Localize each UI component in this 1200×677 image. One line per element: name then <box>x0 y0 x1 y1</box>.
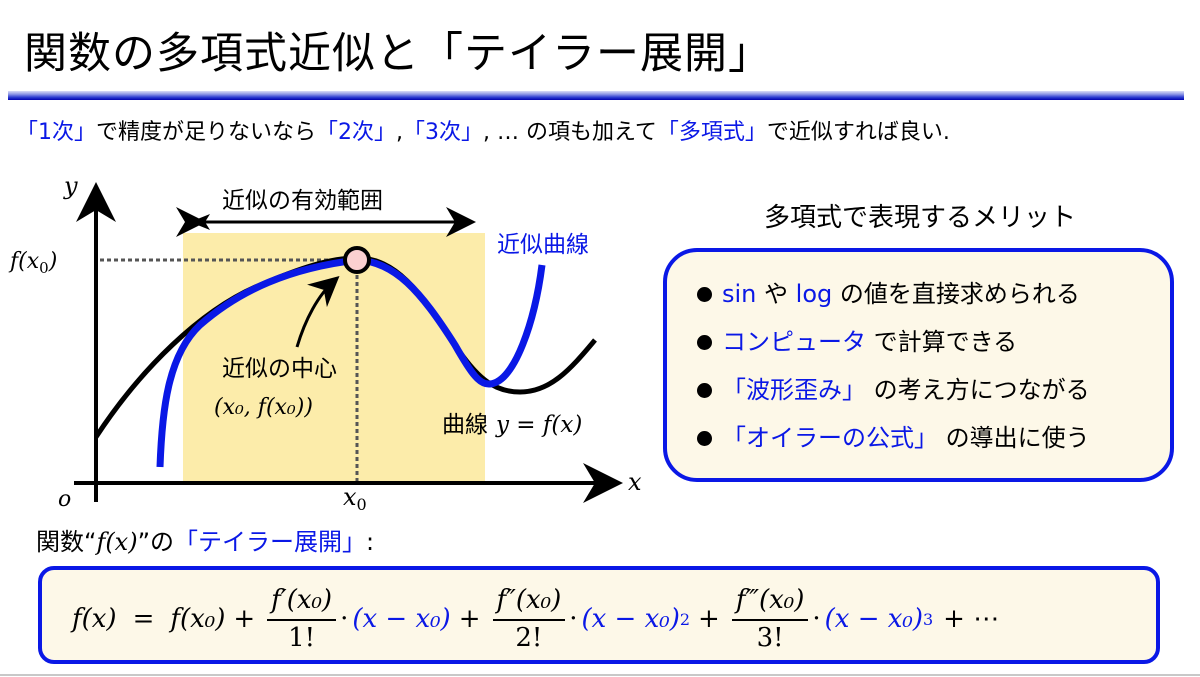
taylor-formula-label: 関数“f(x)”の「テイラー展開」: <box>36 524 374 560</box>
formula-term1-fraction: f′(x₀) 1! <box>267 583 337 655</box>
label-taylor: 「テイラー展開」 <box>174 528 367 556</box>
approximation-range-area <box>183 233 485 483</box>
subtitle-text: , … の項も加えて <box>483 120 657 145</box>
merit-text: の導出に使う <box>938 424 1090 452</box>
subtitle-comma: , <box>396 120 404 145</box>
page-title: 関数の多項式近似と「テイラー展開」 <box>24 29 772 79</box>
formula-plus: + <box>458 604 481 634</box>
formula-term3-fraction: f‴(x₀) 3! <box>731 583 809 655</box>
term2-numerator: f″(x₀) <box>492 583 566 621</box>
title-underline-bar <box>8 91 1184 100</box>
center-pointer-arrow <box>295 276 340 348</box>
subtitle-third-order: 「3次」 <box>403 120 484 145</box>
x-axis-label: x <box>628 468 642 496</box>
merit-keyword: 「オイラーの公式」 <box>722 424 938 452</box>
taylor-formula: f(x) = f(x₀) + f′(x₀) 1! · (x − x₀) + f″… <box>72 580 999 658</box>
label-prefix: 関数“ <box>36 528 97 556</box>
bullet-icon <box>697 286 712 302</box>
formula-plus: + <box>698 604 720 634</box>
merit-text: で計算できる <box>866 328 1018 356</box>
effective-range-label: 近似の有効範囲 <box>222 188 383 214</box>
formula-dot: · <box>812 604 821 634</box>
bullet-icon <box>697 382 712 398</box>
center-coords-label: (x₀, f(x₀)) <box>214 395 313 420</box>
merits-title: 多項式で表現するメリット <box>763 203 1076 233</box>
merit-text: の考え方につながる <box>866 376 1090 404</box>
formula-plus: + <box>233 604 256 634</box>
term1-factor: (x − x₀) <box>352 604 451 634</box>
label-suffix: : <box>366 528 375 556</box>
origin-label: o <box>58 487 71 512</box>
merit-item: sin や log の値を直接求められる <box>697 270 1170 318</box>
subtitle-first-order: 「1次」 <box>16 120 96 145</box>
formula-equals: = <box>132 604 155 634</box>
merits-list: sin や log の値を直接求められる コンピュータ で計算できる 「波形歪み… <box>667 252 1170 462</box>
subtitle-second-order: 「2次」 <box>316 120 397 145</box>
term3-numerator: f‴(x₀) <box>731 583 809 621</box>
term1-denominator: 1! <box>288 623 316 653</box>
formula-ellipsis: + ⋯ <box>943 604 1000 634</box>
formula-dot: · <box>569 604 578 634</box>
formula-dot: · <box>340 604 349 634</box>
y-axis-label: y <box>63 172 78 200</box>
merit-keyword: コンピュータ <box>722 328 866 356</box>
term2-denominator: 2! <box>515 623 543 653</box>
merit-keyword: sin <box>722 280 757 308</box>
subtitle-text: で近似すれば良い. <box>766 120 950 145</box>
subtitle-text: で精度が足りないなら <box>96 120 317 145</box>
range-arrow-left-head <box>190 214 210 230</box>
label-mid: ”の <box>137 528 175 556</box>
approximation-center-point <box>343 246 371 274</box>
taylor-approximation-graph: y x o f(x0) x0 近似の有効範囲 近似曲線 近似の中心 (x₀, f… <box>8 172 642 514</box>
merit-keyword: log <box>795 280 833 308</box>
merit-keyword: 「波形歪み」 <box>722 376 866 404</box>
merits-box: sin や log の値を直接求められる コンピュータ で計算できる 「波形歪み… <box>663 248 1174 482</box>
bottom-divider <box>0 674 1200 676</box>
merit-item: 「波形歪み」 の考え方につながる <box>697 366 1170 414</box>
bullet-icon <box>697 430 712 446</box>
taylor-formula-box: f(x) = f(x₀) + f′(x₀) 1! · (x − x₀) + f″… <box>38 566 1160 664</box>
subtitle: 「1次」で精度が足りないなら「2次」,「3次」, … の項も加えて「多項式」で近… <box>16 116 950 150</box>
merit-item: 「オイラーの公式」 の導出に使う <box>697 414 1170 462</box>
formula-term2-fraction: f″(x₀) 2! <box>492 583 566 655</box>
term2-factor: (x − x₀) <box>581 604 680 634</box>
term1-numerator: f′(x₀) <box>267 583 337 621</box>
term3-factor: (x − x₀) <box>824 604 923 634</box>
label-function: f(x) <box>96 528 138 556</box>
term3-denominator: 3! <box>756 623 784 653</box>
subtitle-polynomial: 「多項式」 <box>656 120 767 145</box>
term2-exponent: 2 <box>679 609 691 629</box>
approximation-curve <box>156 256 546 468</box>
x0-label: x0 <box>343 483 367 514</box>
term3-exponent: 3 <box>922 609 934 629</box>
fx0-label: f(x0) <box>8 249 57 277</box>
center-label: 近似の中心 <box>222 356 337 382</box>
merit-item: コンピュータ で計算できる <box>697 318 1170 366</box>
merit-text: や <box>756 280 796 308</box>
formula-term0: f(x₀) <box>170 604 226 634</box>
merit-text: の値を直接求められる <box>832 280 1080 308</box>
formula-lhs: f(x) <box>72 604 117 634</box>
bullet-icon <box>697 334 712 350</box>
approximation-curve-label: 近似曲線 <box>497 232 589 258</box>
